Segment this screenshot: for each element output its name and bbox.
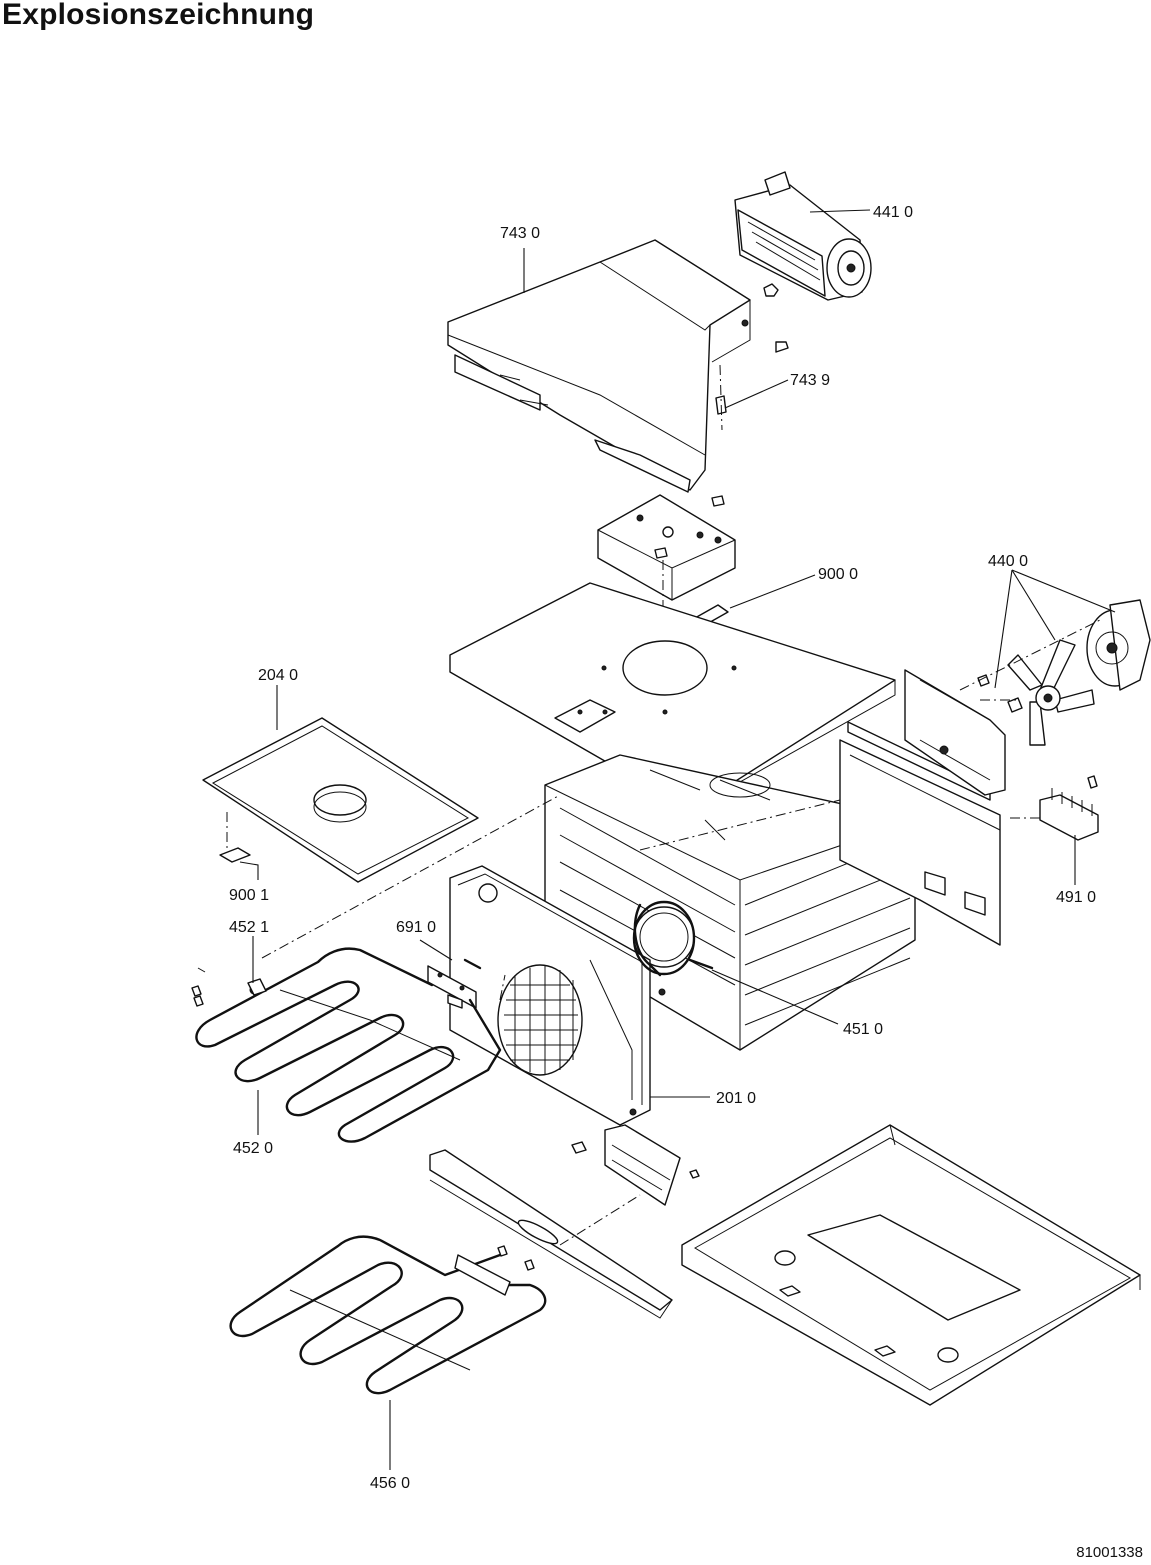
leader-lines (239, 209, 1116, 1470)
label-201-0: 201 0 (716, 1090, 756, 1107)
label-441-0: 441 0 (873, 204, 913, 221)
top-plate-part (449, 582, 896, 811)
drawing-title: Explosionszeichnung (2, 0, 315, 31)
part-labels: 441 0 743 0 743 9 900 0 440 0 204 0 900 … (229, 204, 1096, 1492)
bottom-heater-part (229, 1235, 547, 1395)
document-number: 81001338 (1076, 1544, 1143, 1561)
label-451-0: 451 0 (843, 1021, 883, 1038)
label-491-0: 491 0 (1056, 889, 1096, 906)
label-204-0: 204 0 (258, 667, 298, 684)
junction-box-part (597, 494, 736, 640)
fan-cover-part (449, 865, 666, 1126)
label-900-0: 900 0 (818, 566, 858, 583)
label-440-0: 440 0 (988, 553, 1028, 570)
grille-pattern (504, 966, 578, 1074)
ring-heater-part (632, 900, 714, 977)
assembly-lines (261, 794, 841, 1001)
label-452-1: 452 1 (229, 919, 269, 936)
air-duct-cover-part (447, 239, 789, 493)
baffle-plate-part (202, 717, 479, 883)
label-456-0: 456 0 (370, 1475, 410, 1492)
label-452-0: 452 0 (233, 1140, 273, 1157)
bottom-pan-part (681, 1124, 1141, 1406)
label-743-0: 743 0 (500, 225, 540, 242)
rear-panel-part (839, 721, 1001, 946)
front-rail-part (429, 1149, 673, 1319)
grill-heater-part (191, 947, 502, 1143)
blower-fan-part (734, 171, 872, 301)
terminal-block-part (1010, 775, 1099, 841)
convection-fan-part (904, 599, 1151, 796)
label-691-0: 691 0 (396, 919, 436, 936)
hinge-bracket-part (559, 1124, 700, 1246)
label-900-1: 900 1 (229, 887, 269, 904)
label-743-9: 743 9 (790, 372, 830, 389)
